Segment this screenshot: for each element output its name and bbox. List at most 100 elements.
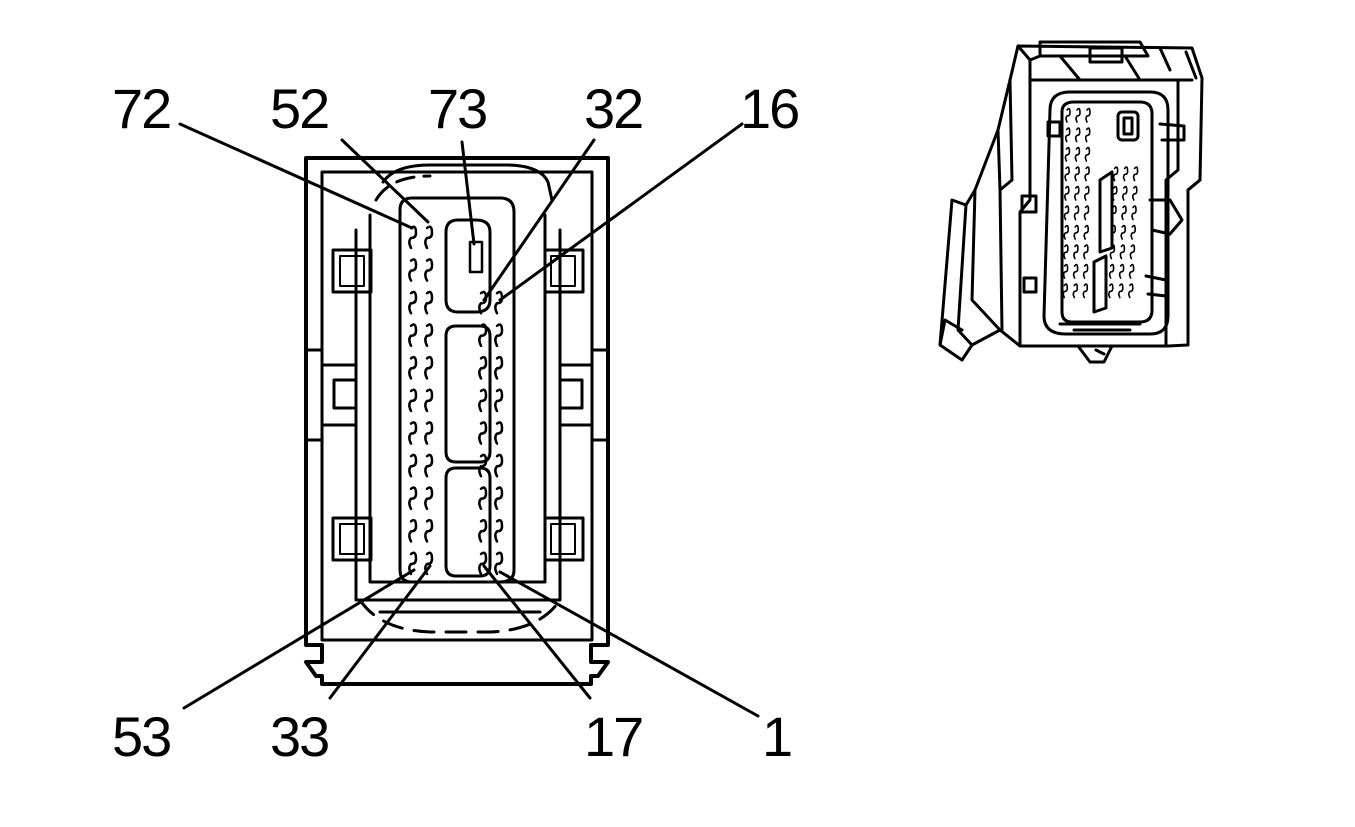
terminal-cavity <box>1110 224 1116 240</box>
terminal-cavity <box>1118 283 1124 299</box>
terminal-cavity <box>1062 283 1069 299</box>
terminal-cavity <box>494 421 504 445</box>
label-33: 33 <box>270 705 328 768</box>
terminal-cavity <box>1132 185 1138 201</box>
terminal-cavity <box>494 551 504 576</box>
terminal-cavity <box>1128 263 1135 279</box>
terminal-cavity <box>478 518 488 543</box>
terminal-cavity <box>1082 263 1089 279</box>
terminal-cavity <box>1073 205 1080 221</box>
terminal-cavity <box>1083 244 1089 260</box>
leader-1 <box>498 570 760 718</box>
terminal-cavity <box>494 388 504 413</box>
label-17: 17 <box>584 705 642 768</box>
terminal-cavity <box>1072 283 1079 299</box>
terminal-cavity <box>1084 185 1090 201</box>
terminal-cavity <box>408 453 418 478</box>
terminal-cavity <box>424 518 434 543</box>
terminal-cavity <box>424 551 434 576</box>
terminal-cavity <box>478 453 488 478</box>
terminal-cavity <box>1122 185 1128 201</box>
terminal-cavity <box>1073 224 1079 240</box>
leader-72 <box>178 122 414 230</box>
terminal-cavity <box>1118 263 1125 279</box>
terminal-cavity <box>1109 244 1116 260</box>
label-1: 1 <box>762 705 791 768</box>
terminal-cavity <box>478 323 488 348</box>
terminal-cavity <box>408 421 418 445</box>
terminal-cavity <box>478 290 488 315</box>
connector-isometric-view <box>938 40 1204 364</box>
label-16: 16 <box>740 77 798 140</box>
terminal-cavity <box>1132 166 1139 182</box>
leader-17 <box>482 564 592 700</box>
connector-face-view: 72 52 73 32 16 53 33 17 1 <box>112 77 800 768</box>
terminal-cavity <box>408 388 418 413</box>
terminal-cavity <box>494 486 504 511</box>
terminal-cavity <box>1062 263 1069 279</box>
terminal-cavity <box>1084 127 1091 143</box>
terminal-cavity <box>408 323 418 348</box>
terminal-cavity <box>478 421 488 445</box>
label-73: 73 <box>428 77 486 140</box>
connector-housing <box>304 156 610 686</box>
terminal-cavity <box>1074 127 1081 143</box>
leader-33 <box>328 564 432 700</box>
pin-labels: 72 52 73 32 16 53 33 17 1 <box>112 77 800 768</box>
terminal-cavity <box>1128 283 1134 299</box>
label-32: 32 <box>584 77 642 140</box>
terminal-cavity <box>1064 166 1070 182</box>
terminal-cavity <box>424 388 434 413</box>
terminal-cavity <box>1064 127 1071 143</box>
terminal-cavity <box>408 355 418 380</box>
terminal-cavity <box>1063 205 1070 221</box>
terminal-cavity <box>408 225 418 250</box>
terminal-cavity <box>1064 185 1070 201</box>
terminal-cavity <box>478 486 488 511</box>
terminal-cavity <box>1074 166 1080 182</box>
terminal-cavity <box>1074 146 1081 162</box>
terminal-cavity <box>1075 107 1081 123</box>
terminal-cavity <box>1083 205 1090 221</box>
terminal-cavity <box>424 225 434 250</box>
terminal-cavity <box>408 551 418 576</box>
terminal-cavity <box>1108 263 1115 279</box>
terminal-cavity <box>1064 146 1071 162</box>
terminal-cavity <box>1129 244 1136 260</box>
leader-16 <box>498 122 744 302</box>
terminal-cavity <box>424 323 434 348</box>
terminal-cavity <box>1085 107 1091 123</box>
terminal-cavity <box>1119 244 1126 260</box>
terminal-cavity <box>424 290 434 315</box>
terminal-cavity <box>424 355 434 380</box>
leader-52 <box>340 138 430 224</box>
terminal-cavity <box>424 258 434 282</box>
isometric-terminal-cavities <box>1062 107 1139 299</box>
terminal-cavity <box>1111 205 1117 221</box>
terminal-cavity <box>424 453 434 478</box>
terminal-cavity <box>478 355 488 380</box>
terminal-cavity <box>408 290 418 315</box>
terminal-cavity <box>408 518 418 543</box>
terminal-cavity <box>1108 283 1114 299</box>
leader-53 <box>182 568 416 710</box>
terminal-cavity <box>494 518 504 543</box>
terminal-cavity <box>1131 205 1137 221</box>
terminal-cavity <box>408 258 418 282</box>
terminal-cavity <box>1074 185 1080 201</box>
terminal-cavity <box>1084 146 1091 162</box>
terminal-cavity <box>1084 166 1090 182</box>
terminal-cavity <box>494 290 504 315</box>
leader-73 <box>460 140 476 246</box>
terminal-cavity <box>1130 224 1136 240</box>
terminal-cavity <box>478 551 488 576</box>
terminal-cavity <box>1112 185 1118 201</box>
terminal-cavity <box>424 486 434 511</box>
terminal-cavity <box>1065 107 1071 123</box>
terminal-cavity <box>1073 244 1079 260</box>
terminal-cavity <box>1122 166 1129 182</box>
label-52: 52 <box>270 77 328 140</box>
terminal-cavity <box>424 421 434 445</box>
terminal-cavity <box>494 323 504 348</box>
terminal-cavity <box>1112 166 1119 182</box>
